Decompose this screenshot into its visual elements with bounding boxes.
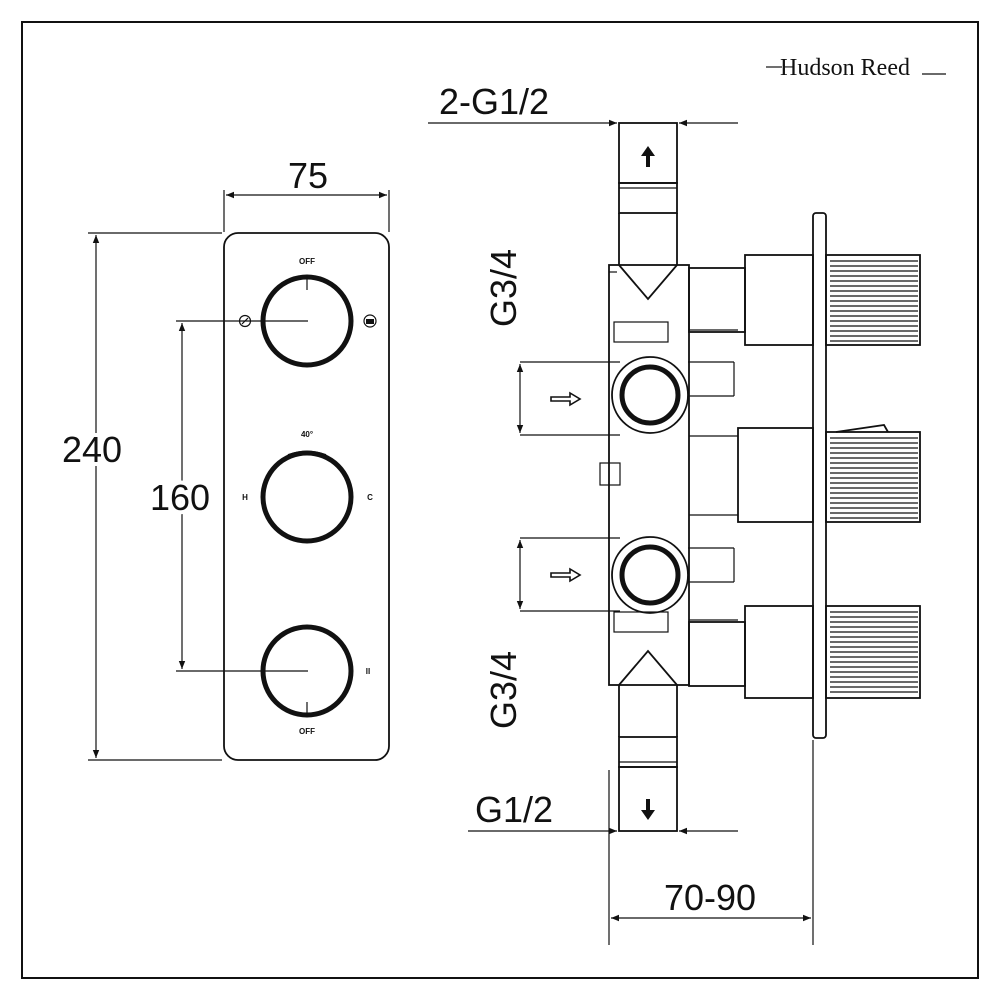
inlet-hot-arrow-icon bbox=[550, 391, 582, 407]
front-view: 75 240 160 OFF bbox=[58, 155, 390, 761]
top-knob: OFF bbox=[238, 257, 377, 368]
upper-inlet-dim-label: G3/4 bbox=[483, 249, 524, 327]
top-knob-label: OFF bbox=[299, 257, 315, 266]
depth-dimension: 70-90 bbox=[608, 740, 814, 945]
upper-inlet bbox=[550, 356, 735, 434]
faceplate bbox=[223, 232, 390, 761]
bottom-outlet bbox=[618, 649, 678, 832]
faceplate-edge bbox=[812, 212, 827, 739]
width-dimension: 75 bbox=[223, 155, 390, 232]
lower-inlet-dimension: G3/4 bbox=[483, 537, 620, 729]
inlet-cold-arrow-icon bbox=[550, 567, 582, 583]
top-outlet-dim-label: 2-G1/2 bbox=[439, 81, 549, 122]
drawing-frame bbox=[21, 21, 979, 979]
middle-knob: 40° H C bbox=[242, 430, 373, 544]
bottom-outlet-dimension: G1/2 bbox=[468, 789, 738, 835]
bottom-knob-label: OFF bbox=[299, 727, 315, 736]
top-outlet-dimension: 2-G1/2 bbox=[428, 81, 738, 127]
lower-inlet-dim-label: G3/4 bbox=[483, 651, 524, 729]
spacing-dimension: 160 bbox=[146, 320, 308, 672]
middle-cartridge bbox=[737, 424, 921, 523]
side-view: 2-G1/2 G3/4 G3/4 G1/2 70-90 bbox=[428, 81, 921, 945]
bottom-knob: OFF II bbox=[260, 624, 370, 736]
width-dim-label: 75 bbox=[288, 155, 328, 196]
valve-body bbox=[599, 264, 738, 686]
shower-icon bbox=[238, 314, 252, 328]
brand-logo: Hudson Reed bbox=[766, 55, 946, 81]
hot-label: H bbox=[242, 493, 248, 502]
upper-inlet-dimension: G3/4 bbox=[483, 249, 620, 436]
temperature-label: 40° bbox=[301, 430, 313, 439]
brand-name: Hudson Reed bbox=[780, 55, 910, 81]
outlet-up-arrow-icon bbox=[641, 146, 655, 167]
lower-inlet bbox=[550, 536, 735, 614]
height-dim-label: 240 bbox=[62, 429, 122, 470]
bottom-outlet-dim-label: G1/2 bbox=[475, 789, 553, 830]
depth-dim-label: 70-90 bbox=[664, 877, 756, 918]
outlet-down-arrow-icon bbox=[641, 799, 655, 820]
outlet-two-label: II bbox=[366, 667, 370, 676]
cold-label: C bbox=[367, 493, 373, 502]
spacing-dim-label: 160 bbox=[150, 477, 210, 518]
bath-icon bbox=[363, 314, 377, 328]
height-dimension: 240 bbox=[58, 232, 222, 761]
top-outlet bbox=[618, 122, 678, 301]
top-cartridge bbox=[688, 254, 921, 346]
